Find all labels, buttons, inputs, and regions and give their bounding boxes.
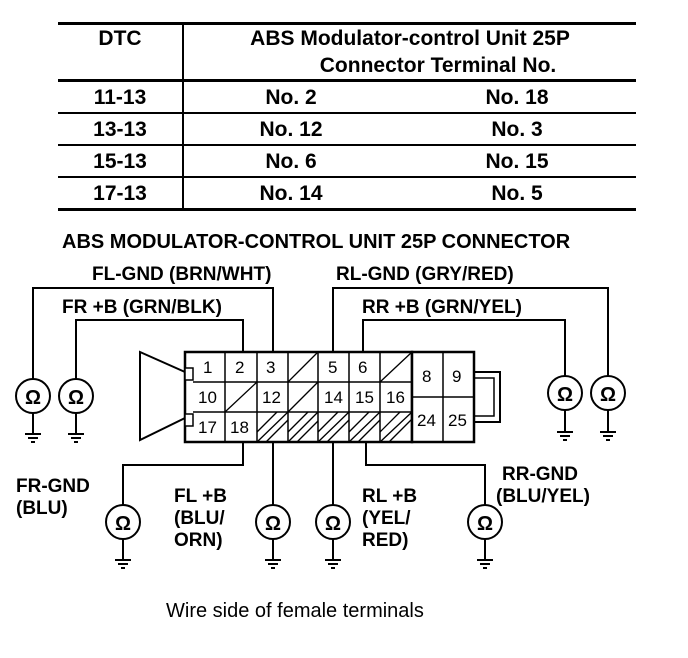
pin-18: 18 (230, 418, 249, 437)
label-fr-gnd-color: (BLU) (16, 498, 68, 519)
label-fl-b-color1: (BLU/ (174, 508, 225, 529)
pin-25: 25 (448, 411, 467, 430)
header-terminal: ABS Modulator-control Unit 25P Connector… (183, 22, 636, 82)
empty-cell-hatching (224, 351, 413, 443)
ohmmeter-fl-b: Ω (255, 504, 291, 569)
terminal-b-cell: No. 5 (398, 177, 636, 211)
label-fl-b: FL +B (174, 486, 227, 507)
pin-8: 8 (422, 367, 431, 386)
ohmmeter-fr-gnd: Ω (105, 504, 141, 569)
connector-housing (183, 350, 414, 444)
header-terminal-line1: ABS Modulator-control Unit 25P (250, 27, 570, 50)
ohmmeter-rr-b: Ω (547, 375, 583, 441)
terminal-b-cell: No. 3 (398, 113, 636, 146)
label-fl-gnd: FL-GND (BRN/WHT) (92, 264, 271, 285)
ohmmeter-rl-b: Ω (315, 504, 351, 569)
table-row: 11-13 No. 2 No. 18 (58, 80, 636, 114)
pin-14: 14 (324, 388, 343, 407)
table-row: 13-13 No. 12 No. 3 (58, 113, 636, 146)
ohmmeter-fl-gnd: Ω (15, 378, 51, 443)
label-rl-b: RL +B (362, 486, 417, 507)
terminal-a-cell: No. 12 (183, 113, 398, 146)
label-fr-gnd: FR-GND (16, 476, 90, 497)
terminal-a-cell: No. 2 (183, 80, 398, 114)
label-rr-gnd-color: (BLU/YEL) (496, 486, 590, 507)
header-dtc: DTC (58, 22, 184, 82)
pin-numbers: 1 2 3 5 6 8 9 10 12 14 15 16 17 18 24 25 (198, 358, 467, 437)
label-rr-gnd: RR-GND (502, 464, 578, 485)
diagram-title: ABS MODULATOR-CONTROL UNIT 25P CONNECTOR (62, 231, 571, 253)
connector-25p: 1 2 3 5 6 8 9 10 12 14 15 16 17 18 24 25 (139, 350, 501, 444)
pin-5: 5 (328, 358, 337, 377)
pin-24: 24 (417, 411, 436, 430)
diagram-caption: Wire side of female terminals (166, 600, 424, 622)
ohm-icon: Ω (265, 513, 281, 535)
table-row: 15-13 No. 6 No. 15 (58, 145, 636, 178)
ohm-icon: Ω (477, 513, 493, 535)
pin-15: 15 (355, 388, 374, 407)
pin-1: 1 (203, 358, 212, 377)
ohmmeter-fr-b: Ω (58, 378, 94, 443)
pin-3: 3 (266, 358, 275, 377)
terminal-b-cell: No. 18 (398, 80, 636, 114)
dtc-table: DTC ABS Modulator-control Unit 25P Conne… (58, 22, 636, 211)
ohm-icon: Ω (115, 513, 131, 535)
pin-10: 10 (198, 388, 217, 407)
ohm-icon: Ω (68, 387, 84, 409)
label-fr-b: FR +B (GRN/BLK) (62, 297, 222, 318)
header-terminal-line2: Connector Terminal No. (319, 54, 557, 77)
ohmmeter-rl-gnd: Ω (590, 375, 626, 441)
label-fl-b-color2: ORN) (174, 530, 223, 551)
ohm-icon: Ω (557, 384, 573, 406)
terminal-a-cell: No. 6 (183, 145, 398, 178)
pin-12: 12 (262, 388, 281, 407)
dtc-cell: 15-13 (58, 145, 184, 178)
terminal-a-cell: No. 14 (183, 177, 398, 211)
dtc-cell: 11-13 (58, 80, 184, 114)
label-rl-gnd: RL-GND (GRY/RED) (336, 264, 514, 285)
dtc-cell: 17-13 (58, 177, 184, 211)
pin-9: 9 (452, 367, 461, 386)
pin-17: 17 (198, 418, 217, 437)
table-header-row: DTC ABS Modulator-control Unit 25P Conne… (58, 22, 636, 82)
terminal-b-cell: No. 15 (398, 145, 636, 178)
dtc-cell: 13-13 (58, 113, 184, 146)
ohm-icon: Ω (325, 513, 341, 535)
connector-latch (474, 371, 501, 423)
ohm-icon: Ω (600, 384, 616, 406)
pin-16: 16 (386, 388, 405, 407)
pin-6: 6 (358, 358, 367, 377)
label-rr-b: RR +B (GRN/YEL) (362, 297, 522, 318)
ohm-icon: Ω (25, 387, 41, 409)
connector-boot (139, 350, 186, 442)
table-row: 17-13 No. 14 No. 5 (58, 177, 636, 211)
label-rl-b-color1: (YEL/ (362, 508, 411, 529)
ohmmeter-rr-gnd: Ω (467, 504, 503, 569)
label-rl-b-color2: RED) (362, 530, 408, 551)
pin-2: 2 (235, 358, 244, 377)
